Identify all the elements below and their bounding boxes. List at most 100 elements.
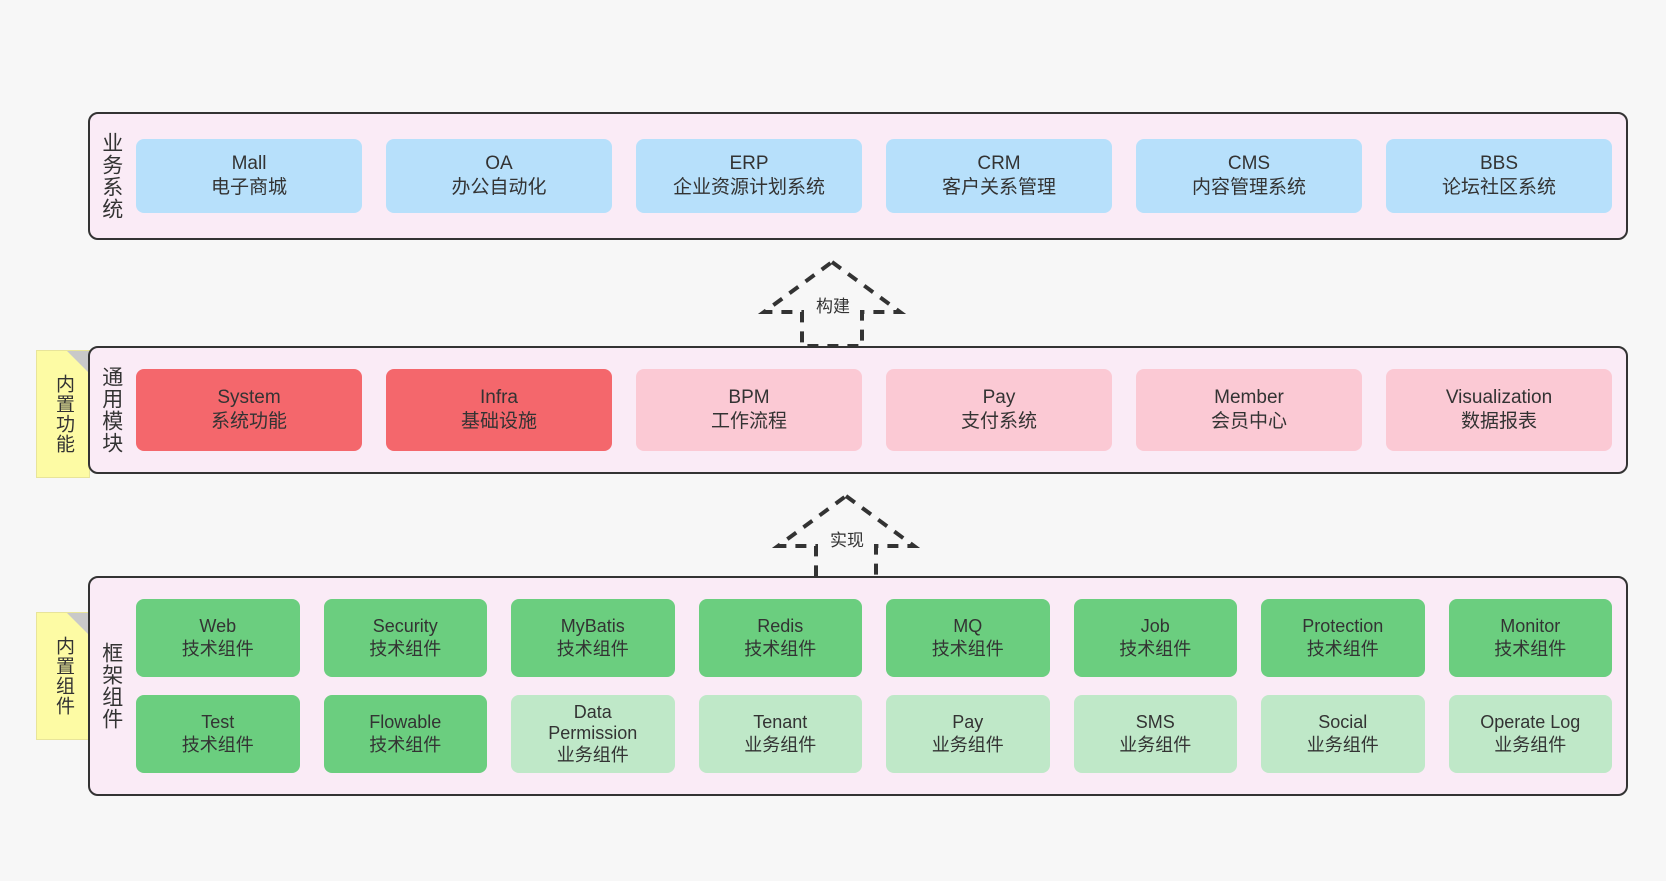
card-pay[interactable]: Pay 支付系统 [886,369,1112,451]
card-title-en: Redis [757,615,804,636]
card-visualization[interactable]: Visualization 数据报表 [1386,369,1612,451]
card-title-en: System [217,386,281,408]
card-title-cn: 业务组件 [1119,735,1192,755]
card-title-en: Tenant [753,711,808,732]
card-title-cn: 技术组件 [1306,639,1379,659]
card-title-en: BBS [1479,152,1519,174]
card-bpm[interactable]: BPM 工作流程 [636,369,862,451]
sticky-note-label: 内置功能 [53,374,75,454]
card-title-cn: 基础设施 [460,411,537,432]
layer-title-common: 通用模块 [99,366,123,454]
card-title-cn: 技术组件 [1494,639,1567,659]
layer-body-framework: Web 技术组件 Security 技术组件 MyBatis 技术组件 Redi… [132,578,1626,794]
card-crm[interactable]: CRM 客户关系管理 [886,139,1112,213]
card-row: System 系统功能 Infra 基础设施 BPM 工作流程 Pay 支付系统… [136,369,1612,451]
card-member[interactable]: Member 会员中心 [1136,369,1362,451]
card-title-cn: 技术组件 [931,639,1004,659]
card-redis[interactable]: Redis 技术组件 [698,599,862,677]
layer-framework-components: 框架组件 Web 技术组件 Security 技术组件 MyBatis 技术组件… [88,576,1628,796]
card-title-cn: 数据报表 [1460,411,1537,432]
card-mall[interactable]: Mall 电子商城 [136,139,362,213]
layer-common-modules: 通用模块 System 系统功能 Infra 基础设施 BPM 工作流程 Pay… [88,346,1628,474]
card-sms[interactable]: SMS 业务组件 [1073,695,1237,773]
card-title-cn: 技术组件 [369,735,442,755]
card-mybatis[interactable]: MyBatis 技术组件 [511,599,675,677]
card-title-en: Member [1214,386,1284,408]
card-title-en: CMS [1227,152,1271,174]
card-title-en: Monitor [1500,615,1561,636]
card-tenant[interactable]: Tenant 业务组件 [698,695,862,773]
card-pay-component[interactable]: Pay 业务组件 [886,695,1050,773]
layer-body-common: System 系统功能 Infra 基础设施 BPM 工作流程 Pay 支付系统… [132,348,1626,472]
card-title-en: Social [1318,711,1368,732]
card-title-en: Infra [479,386,519,408]
card-row: Web 技术组件 Security 技术组件 MyBatis 技术组件 Redi… [136,599,1612,677]
card-title-en: Security [372,615,438,636]
card-web[interactable]: Web 技术组件 [136,599,300,677]
card-system[interactable]: System 系统功能 [136,369,362,451]
layer-title-framework: 框架组件 [99,642,123,730]
card-title-en: Flowable [369,711,442,732]
card-title-cn: 技术组件 [744,639,817,659]
card-title-cn: 企业资源计划系统 [672,177,825,198]
card-title-en: MyBatis [560,615,625,636]
card-title-en: Job [1140,615,1170,636]
card-title-cn: 业务组件 [1494,735,1567,755]
connector-implement-label: 实现 [828,526,866,551]
card-title-cn: 系统功能 [210,411,287,432]
card-title-en: Operate Log [1480,711,1581,732]
card-title-en: Web [199,615,237,636]
card-title-en: Visualization [1445,386,1553,408]
card-test[interactable]: Test 技术组件 [136,695,300,773]
sticky-note-builtin-components: 内置组件 [36,612,90,740]
card-title-en: Test [201,711,235,732]
layer-business-systems: 业务系统 Mall 电子商城 OA 办公自动化 ERP 企业资源计划系统 CRM… [88,112,1628,240]
sticky-fold-corner-icon [67,613,89,635]
card-protection[interactable]: Protection 技术组件 [1261,599,1425,677]
card-title-cn: 论坛社区系统 [1441,177,1556,198]
card-security[interactable]: Security 技术组件 [323,599,487,677]
card-job[interactable]: Job 技术组件 [1073,599,1237,677]
card-title-cn: 技术组件 [556,639,629,659]
card-title-cn: 技术组件 [369,639,442,659]
card-flowable[interactable]: Flowable 技术组件 [323,695,487,773]
card-title-cn: 技术组件 [181,639,254,659]
card-title-en: Pay [982,386,1016,408]
card-bbs[interactable]: BBS 论坛社区系统 [1386,139,1612,213]
card-title-en: BPM [728,386,770,408]
card-title-en: OA [485,152,513,174]
card-title-en: ERP [729,152,769,174]
card-title-cn: 业务组件 [744,735,817,755]
card-operate-log[interactable]: Operate Log 业务组件 [1448,695,1612,773]
card-social[interactable]: Social 业务组件 [1261,695,1425,773]
layer-title-business: 业务系统 [99,132,123,220]
card-title-en: Mall [231,152,267,174]
connector-implement-arrow: 实现 [766,490,926,582]
card-mq[interactable]: MQ 技术组件 [886,599,1050,677]
card-title-en: Pay [952,711,984,732]
card-row: Test 技术组件 Flowable 技术组件 Data Permission … [136,695,1612,773]
card-title-cn: 会员中心 [1210,411,1287,432]
sticky-note-builtin-features: 内置功能 [36,350,90,478]
card-title-cn: 工作流程 [710,411,787,432]
card-oa[interactable]: OA 办公自动化 [386,139,612,213]
card-erp[interactable]: ERP 企业资源计划系统 [636,139,862,213]
card-monitor[interactable]: Monitor 技术组件 [1448,599,1612,677]
card-title-cn: 业务组件 [1306,735,1379,755]
card-title-en: MQ [953,615,983,636]
card-title-cn: 业务组件 [556,744,629,765]
card-title-en: CRM [977,152,1021,174]
card-cms[interactable]: CMS 内容管理系统 [1136,139,1362,213]
card-title-cn: 电子商城 [210,177,287,198]
card-title-en: SMS [1135,711,1175,732]
layer-body-business: Mall 电子商城 OA 办公自动化 ERP 企业资源计划系统 CRM 客户关系… [132,114,1626,238]
sticky-note-label: 内置组件 [53,636,75,716]
card-infra[interactable]: Infra 基础设施 [386,369,612,451]
card-row: Mall 电子商城 OA 办公自动化 ERP 企业资源计划系统 CRM 客户关系… [136,139,1612,213]
card-title-cn: 技术组件 [1119,639,1192,659]
card-title-cn: 办公自动化 [451,177,547,198]
connector-build-arrow: 构建 [752,256,912,348]
card-data-permission[interactable]: Data Permission 业务组件 [511,695,675,773]
card-title-cn: 支付系统 [960,411,1037,432]
